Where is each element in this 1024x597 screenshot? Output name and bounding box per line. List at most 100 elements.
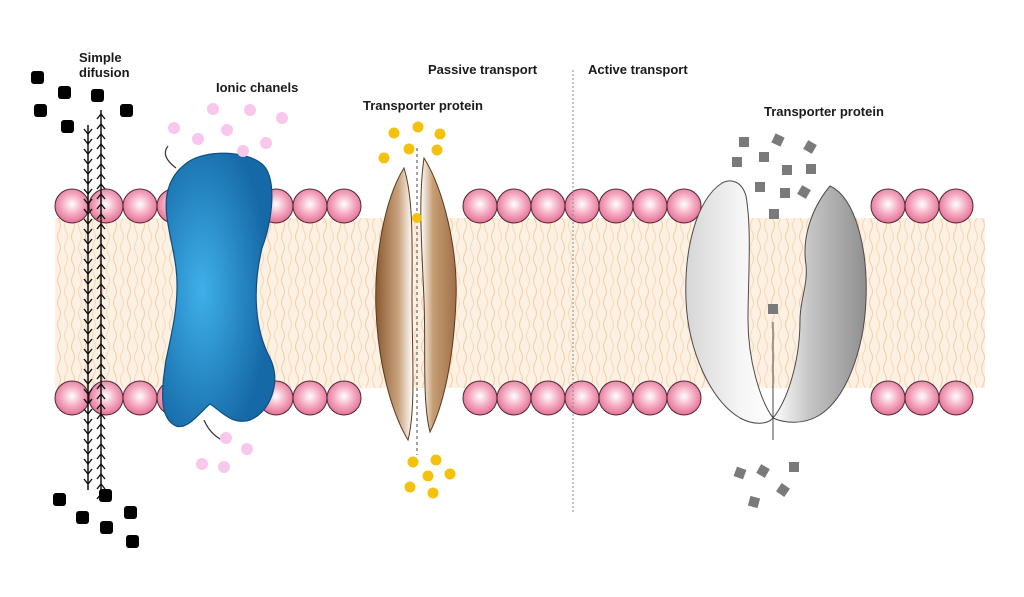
diffusion-up-chevron [96, 412, 106, 420]
diffusion-up-chevron [96, 402, 106, 410]
diffusion-down-chevron [83, 438, 93, 446]
diffusion-molecule [76, 511, 89, 524]
ions [168, 103, 288, 473]
ion-particle [207, 103, 219, 115]
diffusion-down-chevron [83, 448, 93, 456]
ion-exit-arrow [203, 419, 223, 441]
passive-solute [404, 481, 416, 493]
passive-solute [434, 128, 446, 140]
phospholipid-head [88, 188, 124, 224]
diffusion-down-chevron [83, 408, 93, 416]
diffusion-down-chevron [83, 338, 93, 346]
diffusion-up-chevron [96, 242, 106, 250]
passive-solute [430, 454, 442, 466]
phospholipid-head [598, 188, 634, 224]
passive-solute [407, 456, 419, 468]
diffusion-up-chevron [96, 372, 106, 380]
simple-diffusion-label: Simple difusion [79, 50, 130, 80]
ionic-channels-label: Ionic chanels [216, 80, 299, 95]
diffusion-molecule [124, 506, 137, 519]
passive-solute [388, 127, 400, 139]
phospholipid-head [122, 188, 158, 224]
active-solute [755, 182, 765, 192]
diffusion-up-chevron [96, 282, 106, 290]
diffusion-up-chevron [96, 312, 106, 320]
diffusion-up-chevron [96, 342, 106, 350]
active-solute [759, 152, 769, 162]
diffusion-molecule [91, 89, 104, 102]
diffusion-up-chevron [96, 452, 106, 460]
diffusion-down-chevron [83, 368, 93, 376]
ion-particle [220, 432, 232, 444]
active-solute [789, 462, 799, 472]
phospholipid-head [54, 188, 90, 224]
phospholipid-heads-top [54, 188, 974, 224]
diffusion-molecule [126, 535, 139, 548]
phospholipid-head [904, 380, 940, 416]
diffusion-up-chevron [96, 392, 106, 400]
passive-transporter-right-half [420, 156, 457, 434]
diffusion-up-chevron [96, 152, 106, 160]
phospholipid-head [530, 380, 566, 416]
active-solute [780, 188, 790, 198]
diffusion-up-chevron [96, 462, 106, 470]
diffusion-up-chevrons [96, 112, 106, 500]
active-solute [806, 164, 816, 174]
diffusion-down-chevron [83, 358, 93, 366]
diffusion-up-chevron [96, 472, 106, 480]
ion-channel-protein [161, 152, 276, 428]
active-solute [756, 464, 770, 478]
diffusion-up-chevron [96, 362, 106, 370]
phospholipid-head [326, 380, 362, 416]
passive-solute [431, 144, 443, 156]
diffusion-molecule [99, 489, 112, 502]
diffusion-up-chevron [96, 382, 106, 390]
phospholipid-head [870, 380, 906, 416]
diffusion-down-chevron [83, 418, 93, 426]
passive-transport-label: Passive transport [428, 62, 538, 77]
ion-particle [218, 461, 230, 473]
diffusion-up-chevron [96, 192, 106, 200]
simple-diffusion-arrows [83, 110, 106, 500]
diffusion-molecule [34, 104, 47, 117]
active-solute [803, 140, 817, 154]
diffusion-up-chevron [96, 322, 106, 330]
simple-diffusion-label-line1: Simple [79, 50, 122, 65]
phospholipid-head [292, 380, 328, 416]
passive-solute [378, 152, 390, 164]
active-transporter-label: Transporter protein [764, 104, 884, 119]
diffusion-down-chevron [83, 238, 93, 246]
phospholipid-head [938, 380, 974, 416]
phospholipid-head [564, 380, 600, 416]
active-solute [782, 165, 792, 175]
diffusion-up-chevron [96, 202, 106, 210]
phospholipid-head [632, 380, 668, 416]
diffusion-down-chevron [83, 168, 93, 176]
diffusion-up-chevron [96, 422, 106, 430]
diffusion-down-chevron [83, 318, 93, 326]
diffusion-down-chevron [83, 458, 93, 466]
passive-transporter-left-half [375, 166, 414, 442]
diffusion-up-chevron [96, 332, 106, 340]
diffusion-down-chevron [83, 478, 93, 486]
phospholipid-head [632, 188, 668, 224]
diffusion-molecule [61, 120, 74, 133]
diffusion-up-chevron [96, 252, 106, 260]
ion-particle [276, 112, 288, 124]
diffusion-down-chevron [83, 298, 93, 306]
active-solute [769, 209, 779, 219]
diffusion-up-chevron [96, 432, 106, 440]
phospholipid-head [292, 188, 328, 224]
diffusion-molecule [100, 521, 113, 534]
passive-transporter-label: Transporter protein [363, 98, 483, 113]
phospholipid-head [530, 188, 566, 224]
passive-solute [427, 487, 439, 499]
phospholipid-head [666, 188, 702, 224]
active-transport-label: Active transport [588, 62, 688, 77]
ion-particle [221, 124, 233, 136]
diffusion-up-chevron [96, 272, 106, 280]
phospholipid-head [122, 380, 158, 416]
diffusion-down-chevron [83, 188, 93, 196]
passive-solute-in-channel [412, 213, 422, 223]
ion-entry-arrow [164, 145, 177, 169]
